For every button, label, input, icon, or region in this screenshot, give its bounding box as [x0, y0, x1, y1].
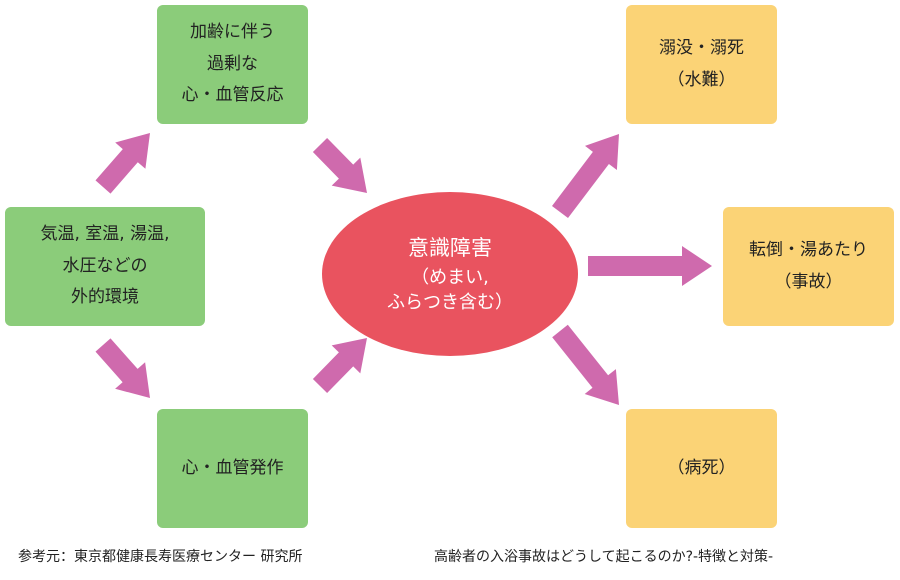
aging-reaction-box: 加齢に伴う 過剰な 心・血管反応 — [157, 5, 308, 124]
external-environment-line-2: 水圧などの — [62, 255, 148, 276]
fall-burn-box: 転倒・湯あたり （事故） — [723, 207, 894, 326]
source-label: 参考元：東京都健康長寿医療センター 研究所 — [18, 549, 303, 565]
drowning-box: 溺没・溺死 （水難） — [626, 5, 777, 124]
illness-box: （病死） — [626, 409, 777, 528]
arrow-center-to-illness — [552, 324, 619, 405]
arrow-aging-to-center — [312, 138, 367, 193]
external-environment-box: 気温, 室温, 湯温, 水圧などの 外的環境 — [5, 207, 205, 326]
arrow-cardio-to-center — [312, 338, 367, 393]
external-environment-line-1: 気温, 室温, 湯温, — [40, 224, 170, 245]
drowning-line-1: 溺没・溺死 — [659, 38, 744, 59]
arrow-external-to-aging — [95, 133, 150, 194]
aging-reaction-line-2: 過剰な — [207, 53, 258, 74]
center-sub-line-2: ふらつき含む） — [387, 291, 513, 313]
arrow-external-to-cardio — [95, 338, 150, 398]
center-title: 意識障害 — [408, 236, 492, 261]
arrow-center-to-drowning — [552, 134, 619, 218]
aging-reaction-line-3: 心・血管反応 — [181, 85, 284, 106]
cardio-attack-line-1: 心・血管発作 — [181, 457, 284, 478]
center-sub-line-1: （めまい, — [411, 266, 489, 288]
external-environment-line-3: 外的環境 — [71, 287, 139, 308]
source-title: 高齢者の入浴事故はどうして起こるのか?-特徴と対策- — [434, 549, 774, 565]
drowning-line-2: （水難） — [667, 69, 736, 90]
illness-line-1: （病死） — [667, 457, 736, 478]
fall-burn-line-2: （事故） — [774, 271, 843, 292]
arrow-center-to-fallburn — [588, 246, 712, 286]
cardio-attack-box: 心・血管発作 — [157, 409, 308, 528]
aging-reaction-line-1: 加齢に伴う — [190, 22, 275, 43]
consciousness-disorder-node: 意識障害 （めまい, ふらつき含む） — [322, 192, 578, 356]
fall-burn-line-1: 転倒・湯あたり — [749, 240, 868, 261]
